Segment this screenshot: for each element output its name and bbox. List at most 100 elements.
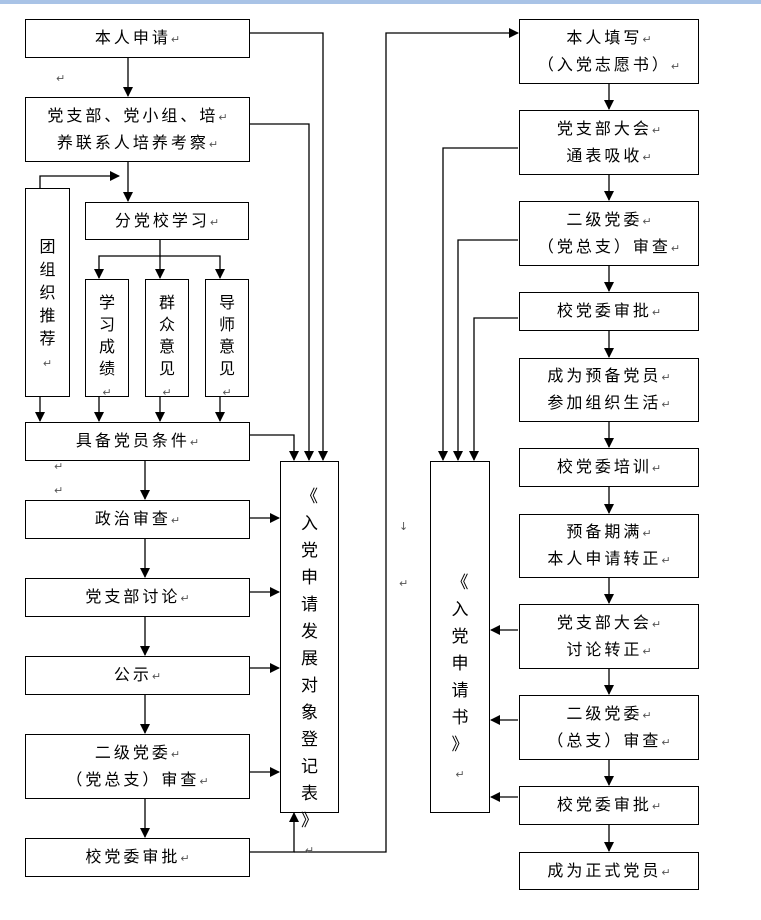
- node-text-line: 具备党员条件↵: [75, 431, 200, 450]
- node-text-line: 本人填写↵: [566, 27, 652, 47]
- small-arrow-mark: ↓: [399, 520, 409, 533]
- node-text-line: 党支部大会↵: [556, 612, 662, 632]
- node-secondary-committee-review: 二级党委↵ （党总支）审查↵: [25, 734, 250, 799]
- node-probationary: 成为预备党员↵ 参加组织生活↵: [519, 358, 699, 422]
- paragraph-mark: ↵: [661, 865, 671, 879]
- node-text-line: 二级党委↵: [94, 742, 181, 762]
- paragraph-mark: ↵: [208, 137, 219, 151]
- node-league-recommend: 团 组 织 推 荐↵: [25, 188, 70, 397]
- node-mentor-opinion: 导 师 意 见↵: [205, 279, 249, 399]
- paragraph-mark: ↵: [170, 514, 181, 527]
- paragraph-mark: ↵: [642, 214, 652, 228]
- node-text-line: （总支）审查↵: [547, 730, 671, 750]
- node-public-opinion: 群 众 意 见↵: [145, 279, 189, 399]
- node-secondary-committee-review-2: 二级党委↵ （总支）审查↵: [519, 695, 699, 760]
- paragraph-mark: ↵: [661, 398, 671, 411]
- paragraph-mark: ↵: [670, 241, 681, 255]
- paragraph-mark: ↵: [54, 460, 64, 473]
- paragraph-mark: ↵: [180, 852, 190, 865]
- node-register-form: 《 入 党 申 请 发 展 对 象 登 记 表 》↵: [280, 461, 339, 857]
- paragraph-mark: ↵: [42, 357, 53, 370]
- paragraph-mark: ↵: [642, 527, 652, 540]
- paragraph-mark: ↵: [170, 33, 181, 46]
- node-study-results: 学 习 成 绩↵: [85, 279, 129, 399]
- node-branch-meeting-absorb: 党支部大会↵ 通表吸收↵: [519, 110, 699, 175]
- paragraph-mark: ↵: [218, 110, 228, 124]
- paragraph-mark: ↵: [102, 386, 112, 399]
- node-probation-end: 预备期满↵ 本人申请转正↵: [519, 514, 699, 578]
- paragraph-mark: ↵: [642, 150, 652, 164]
- paragraph-mark: ↵: [651, 462, 662, 475]
- paragraph-mark: ↵: [455, 768, 465, 781]
- node-text-line: 党支部讨论↵: [85, 587, 190, 606]
- node-text-line: 公示↵: [113, 665, 162, 684]
- vertical-text: 《 入 党 申 请 发 展 对 象 登 记 表 》↵: [299, 484, 319, 864]
- paragraph-mark: ↵: [661, 371, 671, 384]
- node-text-line: 成为预备党员↵: [547, 366, 671, 385]
- node-text-line: 党支部、党小组、培↵: [47, 105, 228, 125]
- paragraph-mark: ↵: [651, 306, 662, 319]
- node-text-line: 政治审查↵: [94, 509, 181, 528]
- node-text-line: 本人申请转正↵: [547, 549, 671, 568]
- paragraph-mark: ↵: [180, 592, 190, 605]
- paragraph-mark: ↵: [642, 708, 652, 722]
- node-text-line: （党总支）审查↵: [537, 236, 681, 256]
- node-text-line: 预备期满↵: [566, 522, 652, 541]
- node-branch-discussion: 党支部讨论↵: [25, 578, 250, 617]
- node-text-line: （入党志愿书）↵: [537, 54, 681, 74]
- node-school-training: 校党委培训↵: [519, 448, 699, 487]
- vertical-text: 团 组 织 推 荐↵: [38, 235, 57, 375]
- paragraph-mark: ↵: [222, 386, 232, 399]
- paragraph-mark: ↵: [151, 670, 162, 683]
- node-fill-in: 本人填写↵ （入党志愿书）↵: [519, 19, 699, 84]
- node-school-committee-approval-right: 校党委审批↵: [519, 292, 699, 331]
- paragraph-mark: ↵: [651, 800, 662, 813]
- node-text-line: （党总支）审查↵: [66, 769, 209, 789]
- vertical-text: 群 众 意 见↵: [157, 292, 176, 404]
- node-text-line: 校党委培训↵: [556, 457, 662, 476]
- node-text-line: 讨论转正↵: [566, 639, 652, 659]
- paragraph-mark: ↵: [661, 554, 671, 567]
- paragraph-mark: ↵: [189, 436, 200, 449]
- node-secondary-committee-review-right: 二级党委↵ （党总支）审查↵: [519, 201, 699, 266]
- node-text-line: 校党委审批↵: [556, 301, 662, 320]
- node-text-line: 养联系人培养考察↵: [56, 132, 219, 152]
- node-text-line: 参加组织生活↵: [547, 393, 671, 412]
- paragraph-mark: ↵: [399, 577, 409, 590]
- paragraph-mark: ↵: [162, 386, 172, 399]
- top-accent-bar: [0, 0, 761, 4]
- node-political-review: 政治审查↵: [25, 500, 250, 539]
- paragraph-mark: ↵: [651, 617, 662, 631]
- paragraph-mark: ↵: [199, 774, 209, 788]
- node-text-line: 本人申请↵: [94, 28, 181, 47]
- paragraph-mark: ↵: [642, 644, 652, 658]
- node-text-line: 二级党委↵: [566, 703, 652, 723]
- paragraph-mark: ↵: [209, 215, 220, 229]
- paragraph-mark: ↵: [56, 72, 66, 85]
- node-text-line: 通表吸收↵: [566, 145, 652, 165]
- node-application-letter: 《 入 党 申 请 书 》↵: [430, 461, 490, 813]
- paragraph-mark: ↵: [670, 59, 681, 73]
- vertical-text: 《 入 党 申 请 书 》↵: [450, 570, 470, 788]
- node-branch-school: 分党校学习↵: [85, 202, 249, 240]
- node-text-line: 校党委审批↵: [85, 847, 190, 866]
- node-apply: 本人申请↵: [25, 19, 250, 58]
- node-text-line: 党支部大会↵: [556, 118, 662, 138]
- paragraph-mark: ↵: [304, 844, 315, 857]
- node-text-line: 分党校学习↵: [114, 210, 220, 230]
- node-publicity: 公示↵: [25, 656, 250, 695]
- node-school-committee-approval: 校党委审批↵: [25, 838, 250, 877]
- node-text-line: 二级党委↵: [566, 209, 652, 229]
- paragraph-mark: ↵: [651, 123, 662, 137]
- paragraph-mark: ↵: [170, 747, 181, 761]
- node-text-line: 成为正式党员↵: [547, 860, 671, 880]
- node-full-member: 成为正式党员↵: [519, 852, 699, 890]
- paragraph-mark: ↵: [54, 484, 64, 497]
- paragraph-mark: ↵: [661, 735, 671, 749]
- node-branch-meeting-discuss: 党支部大会↵ 讨论转正↵: [519, 604, 699, 669]
- node-cultivate: 党支部、党小组、培↵ 养联系人培养考察↵: [25, 97, 250, 162]
- node-qualified: 具备党员条件↵: [25, 422, 250, 461]
- paragraph-mark: ↵: [642, 32, 652, 46]
- node-school-committee-approval-2: 校党委审批↵: [519, 786, 699, 825]
